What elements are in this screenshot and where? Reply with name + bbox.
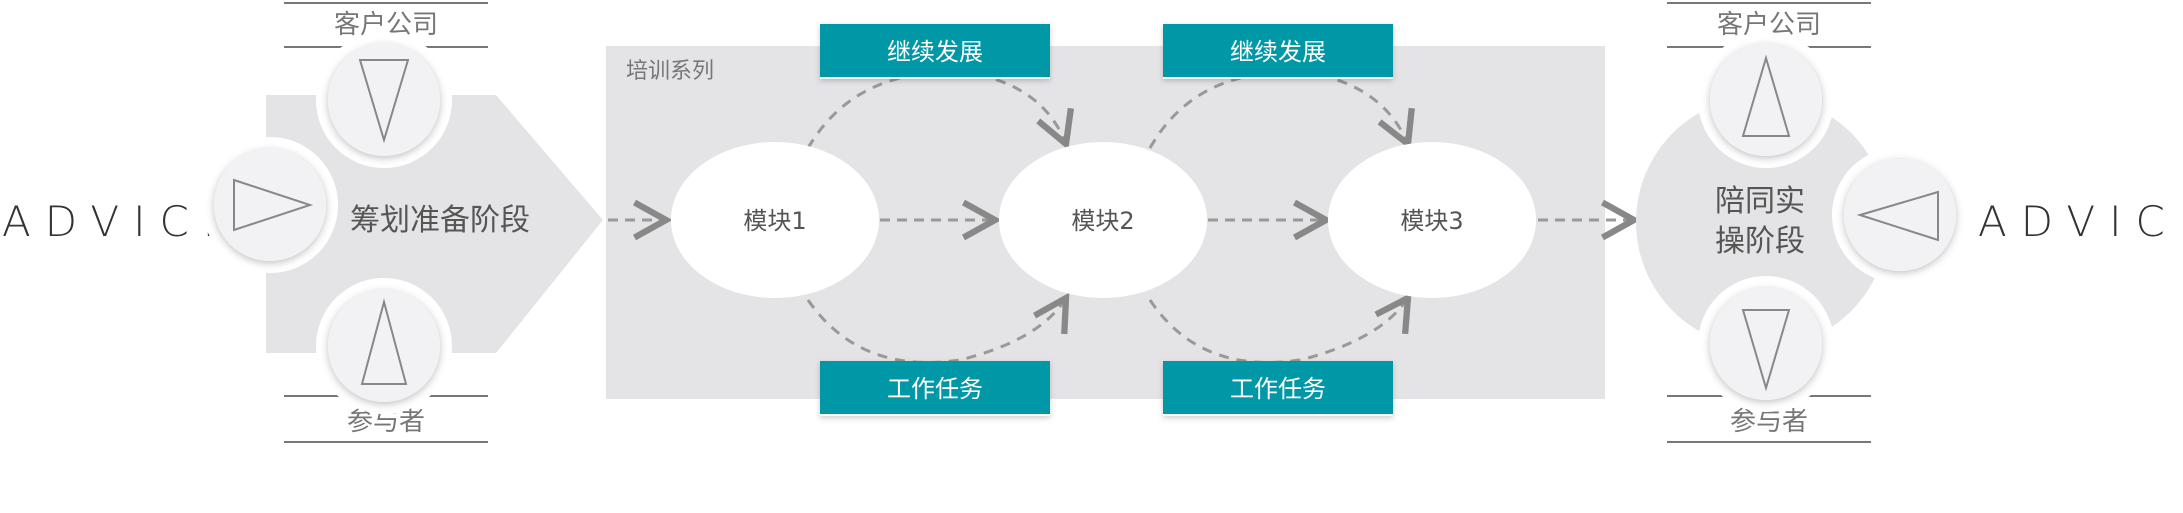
participant-label-right: 参与者 — [1730, 407, 1808, 437]
module-3-label: 模块3 — [1400, 207, 1463, 235]
training-series-label: 培训系列 — [626, 59, 714, 84]
continue-development-box-2 — [1163, 24, 1393, 79]
module-2 — [999, 142, 1207, 298]
right-triangle-icon — [233, 178, 314, 232]
top-circle-left — [316, 32, 452, 168]
work-task-box-1 — [820, 361, 1050, 416]
accompany-practice-stage-shape — [1636, 96, 1888, 348]
advice-label-left: ADVICE — [2, 197, 243, 246]
participant-footer-right: 参与者 — [1667, 395, 1871, 443]
advice-label-right: ADVICE — [1978, 197, 2183, 246]
left-triangle-icon — [1856, 190, 1939, 242]
module-3 — [1328, 142, 1536, 298]
bottom-circle-left — [316, 278, 452, 414]
top-circle-right — [1698, 32, 1834, 168]
accompany-practice-label-line2: 操阶段 — [1715, 224, 1805, 259]
bottom-circle-right — [1698, 276, 1834, 412]
down-triangle-icon — [358, 59, 410, 144]
continue-development-box-1 — [820, 24, 1050, 79]
arc-bottom-2 — [1148, 292, 1412, 364]
module-1-label: 模块1 — [743, 207, 806, 235]
accompany-practice-label-line1: 陪同实 — [1715, 184, 1805, 219]
work-task-label-2: 工作任务 — [1230, 375, 1326, 403]
work-task-label-1: 工作任务 — [887, 375, 983, 403]
down-triangle-icon — [1741, 309, 1791, 392]
preparation-stage-label: 筹划准备阶段 — [350, 203, 530, 238]
module-1 — [671, 142, 879, 298]
continue-development-label-1: 继续发展 — [887, 38, 983, 66]
middle-circle-left — [202, 137, 338, 273]
continue-development-label-2: 继续发展 — [1230, 38, 1326, 66]
up-triangle-icon — [1741, 54, 1791, 137]
middle-circle-right — [1832, 147, 1968, 283]
work-task-box-2 — [1163, 361, 1393, 416]
up-triangle-icon — [360, 298, 408, 385]
module-2-label: 模块2 — [1071, 207, 1134, 235]
